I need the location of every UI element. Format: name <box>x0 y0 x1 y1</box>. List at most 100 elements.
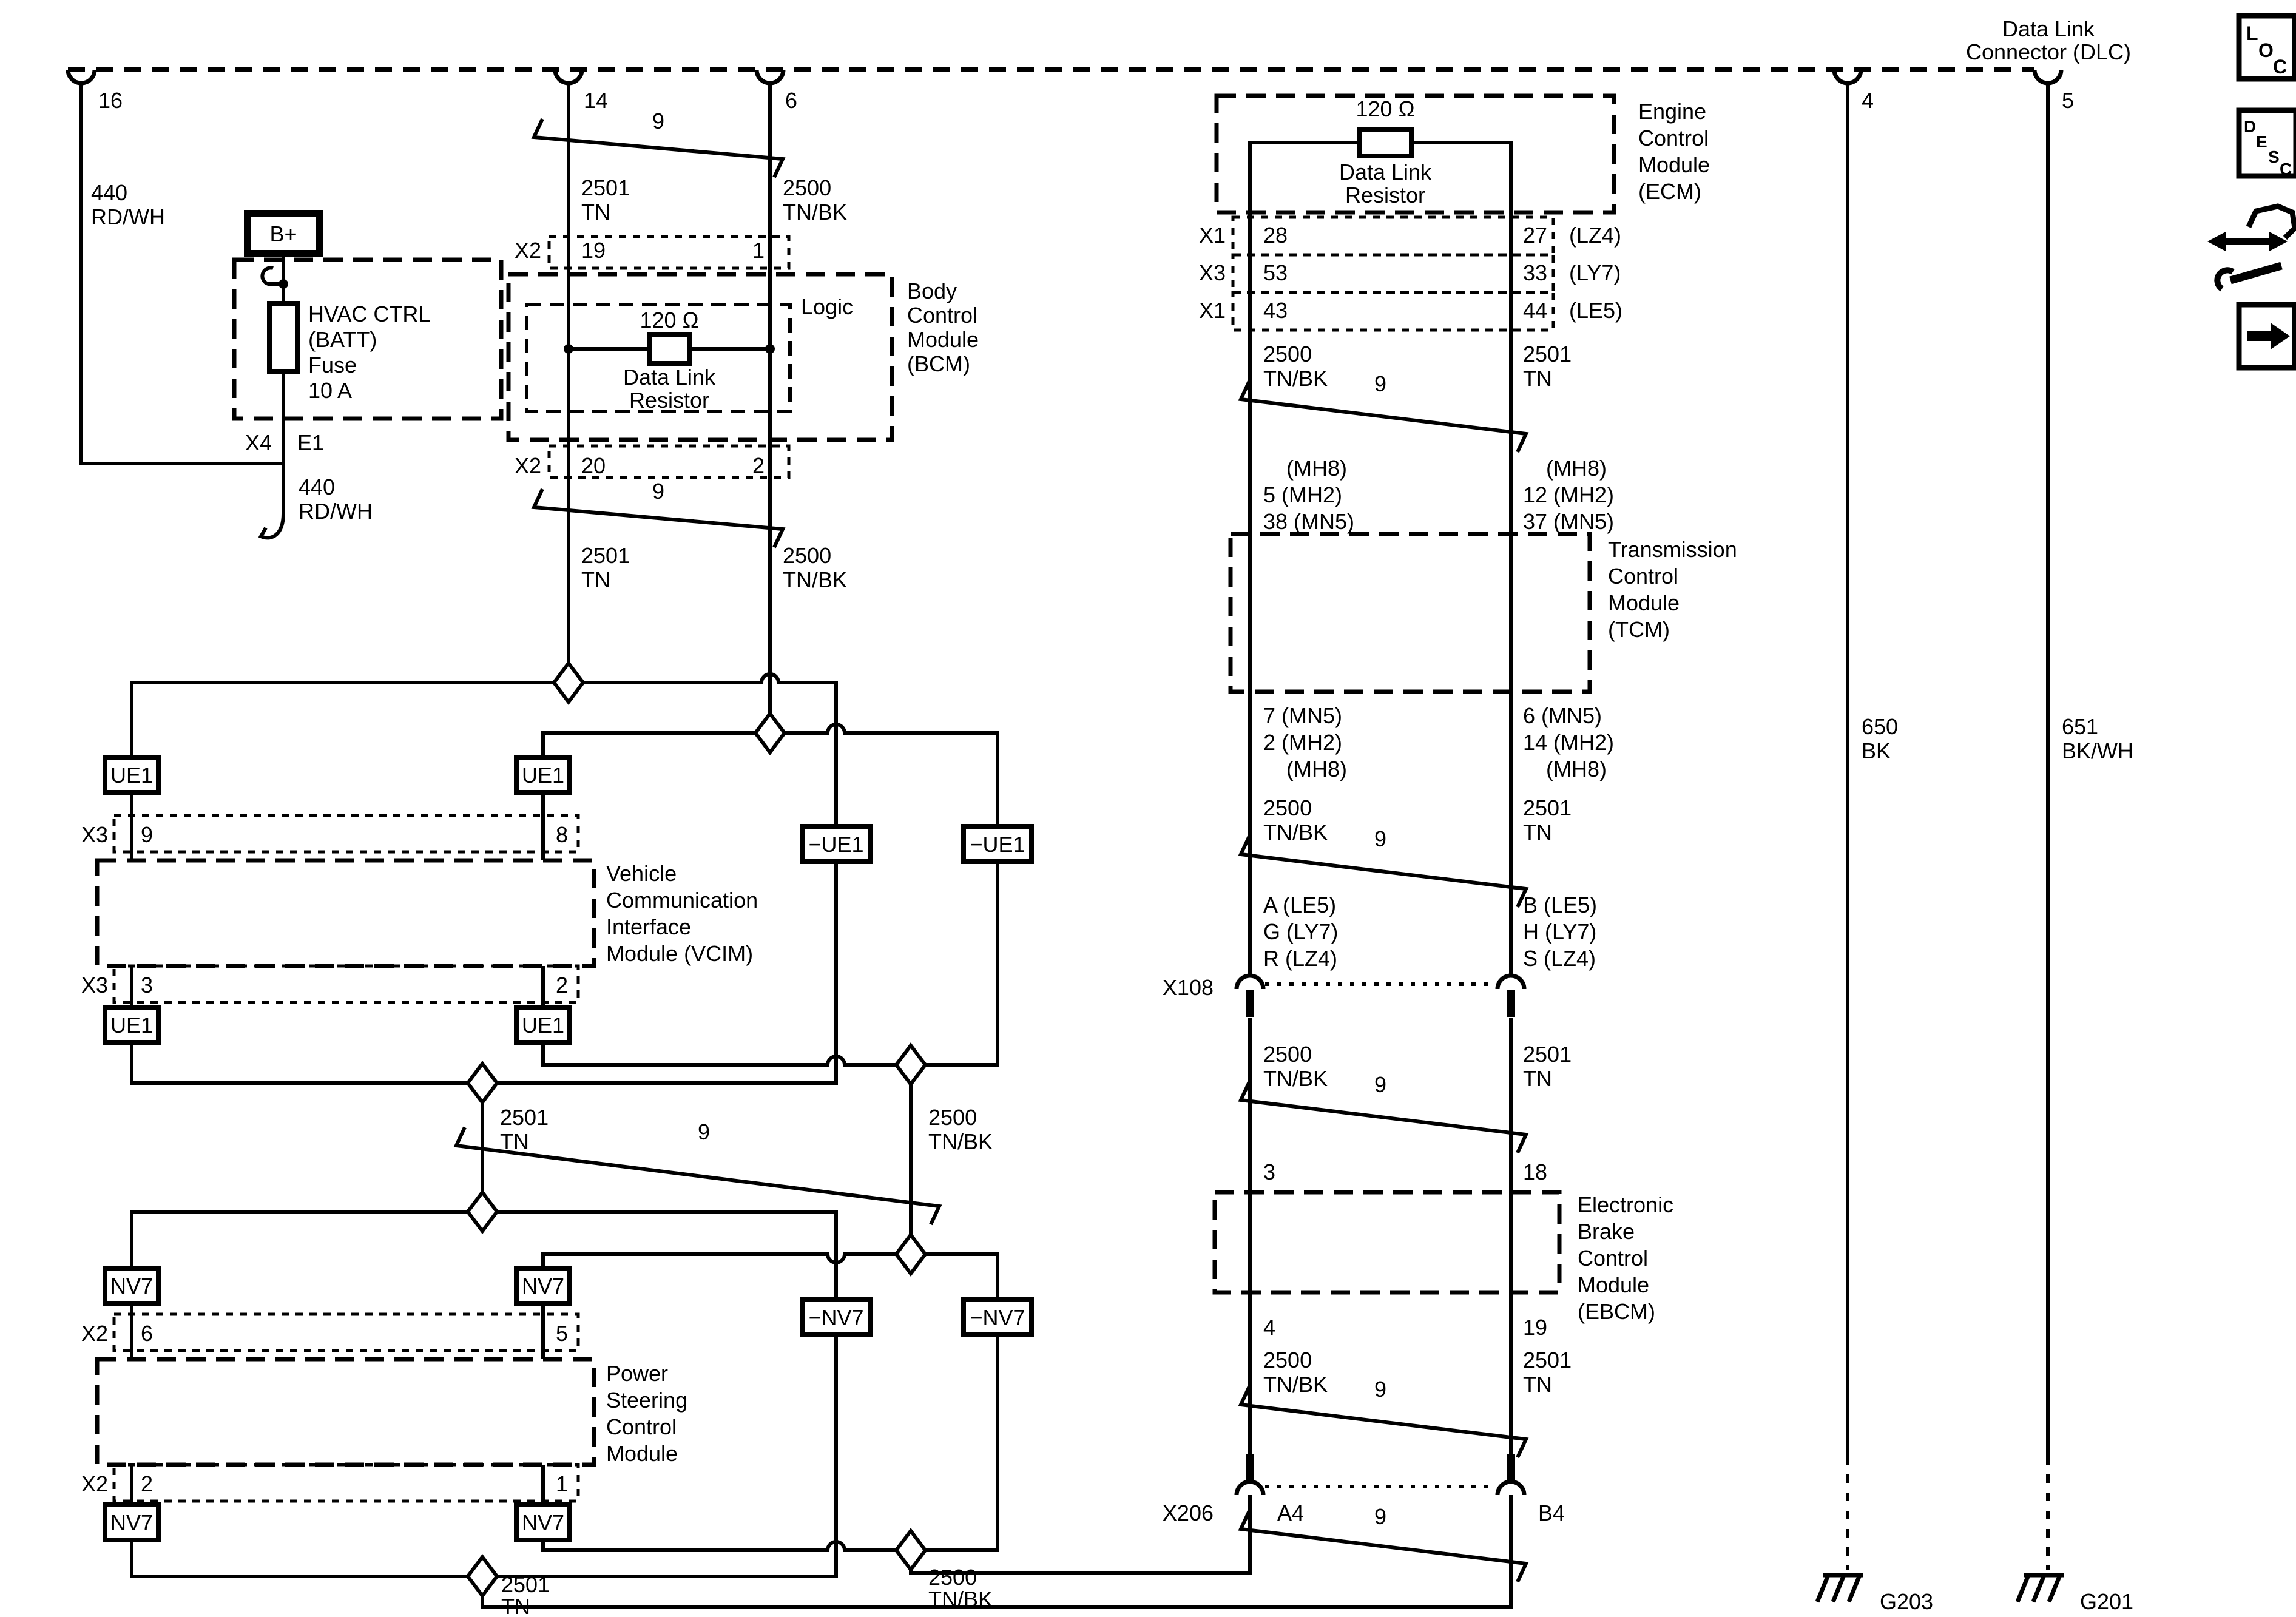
forward-arrow-icon[interactable] <box>2236 302 2296 371</box>
tcm-bot-left-2: 2 (MH2) <box>1263 730 1342 755</box>
not-ue1-right: −UE1 <box>970 832 1025 857</box>
x206-pin-a4: A4 <box>1277 1501 1304 1525</box>
bcm-logic-label: Logic <box>801 294 853 319</box>
loc-icon[interactable]: L O C <box>2236 13 2296 82</box>
nv7-top-left: NV7 <box>110 1274 153 1298</box>
wire-440-circuit: 440 <box>91 180 127 205</box>
nv7-top-right: NV7 <box>522 1274 564 1298</box>
bcm-resistor <box>647 332 692 366</box>
pscm-pin-6: 6 <box>141 1321 153 1346</box>
vcim-pin-3: 3 <box>141 973 153 998</box>
bcm-connector-bottom: X2 <box>515 453 541 478</box>
twist-label-r1: 9 <box>1374 371 1386 396</box>
ecm-name-1: Engine <box>1638 99 1706 124</box>
ecm-row3-conn: X1 <box>1199 298 1226 323</box>
desc-icon[interactable]: D E S C <box>2236 107 2296 179</box>
vcim-pin-2: 2 <box>556 973 568 998</box>
vcim-connector-top: X3 <box>81 822 108 847</box>
ecm-row3-rpo: (LE5) <box>1569 298 1622 323</box>
ecm-row2-left: 53 <box>1263 260 1288 285</box>
fuse-name-4: 10 A <box>308 378 352 403</box>
diagnostic-car-icon[interactable] <box>2207 203 2296 292</box>
junction-dot <box>279 279 288 289</box>
x108-left-2: G (LY7) <box>1263 919 1338 944</box>
wire-440-color: RD/WH <box>91 204 165 229</box>
x108-id: X108 <box>1163 975 1214 1000</box>
pscm-connector-top: X2 <box>81 1321 108 1346</box>
ground-symbol-g201 <box>2015 1573 2064 1603</box>
can-low-circuit-5: 2500 <box>1263 342 1312 366</box>
wire-651-circuit: 651 <box>2062 714 2098 739</box>
vcim-name-4: Module (VCIM) <box>606 941 753 966</box>
wire-440-circuit-2: 440 <box>299 474 335 499</box>
bcm-name-4: (BCM) <box>907 351 970 376</box>
wire-650-color: BK <box>1862 738 1891 763</box>
vcim-name-3: Interface <box>606 914 691 939</box>
vcim-pin-8: 8 <box>556 822 568 847</box>
can-high-color-5: TN <box>1523 366 1552 391</box>
can-low-color-8: TN/BK <box>1263 1372 1328 1397</box>
fuse-connector-x4: X4 <box>245 430 272 455</box>
pscm-box <box>95 1357 596 1467</box>
can-low-color-2: TN/BK <box>783 567 847 592</box>
fuse-element <box>267 301 300 374</box>
inline-connector-x206 <box>1234 1454 1527 1496</box>
twist-label-b: 9 <box>652 479 664 504</box>
can-high-circuit-7: 2501 <box>1523 1042 1572 1067</box>
nv7-bottom-right: NV7 <box>522 1510 564 1535</box>
ground-label-g201: G201 <box>2080 1589 2133 1614</box>
ebcm-name-4: Module <box>1578 1272 1649 1297</box>
ue1-top-left: UE1 <box>110 763 153 788</box>
can-high-circuit-1: 2501 <box>581 175 630 200</box>
bcm-pin-20: 20 <box>581 453 606 478</box>
option-code-boxes <box>103 755 1034 1542</box>
tcm-bot-left-1: 7 (MN5) <box>1263 703 1342 728</box>
ecm-resistor <box>1357 127 1414 158</box>
battery-terminal-box <box>244 210 323 257</box>
tcm-name-1: Transmission <box>1608 537 1737 562</box>
tcm-name-2: Control <box>1608 564 1678 589</box>
x108-left-1: A (LE5) <box>1263 893 1336 917</box>
ue1-bottom-left: UE1 <box>110 1013 153 1038</box>
can-low-circuit-6: 2500 <box>1263 795 1312 820</box>
ground-label-g203: G203 <box>1880 1589 1933 1614</box>
can-low-circuit-7: 2500 <box>1263 1042 1312 1067</box>
vcim-pin-9: 9 <box>141 822 153 847</box>
can-high-color-1: TN <box>581 200 610 224</box>
fuse-name-3: Fuse <box>308 353 357 377</box>
pscm-name-2: Steering <box>606 1388 687 1413</box>
bcm-resistor-name2: Resistor <box>629 388 709 413</box>
wire-650-circuit: 650 <box>1862 714 1898 739</box>
x206-id: X206 <box>1163 1501 1214 1525</box>
vcim-name-2: Communication <box>606 888 758 913</box>
nv7-bottom-left: NV7 <box>110 1510 153 1535</box>
tcm-top-left-2: 5 (MH2) <box>1263 482 1342 507</box>
ground-symbol-g203 <box>1815 1573 1863 1603</box>
ecm-resistor-name1: Data Link <box>1339 160 1432 184</box>
can-low-color-4: TN/BK <box>928 1587 993 1612</box>
dlc-pin-14: 14 <box>584 88 608 113</box>
ecm-row1-conn: X1 <box>1199 223 1226 248</box>
ue1-top-right: UE1 <box>522 763 564 788</box>
loc-letter-o: O <box>2258 39 2274 61</box>
tcm-top-left-3: 38 (MN5) <box>1263 509 1354 534</box>
dlc-pin-4: 4 <box>1862 88 1874 113</box>
dlc-pin-16: 16 <box>98 88 123 113</box>
pscm-connector-bottom: X2 <box>81 1471 108 1496</box>
pscm-name-3: Control <box>606 1414 677 1439</box>
desc-letter-s: S <box>2268 147 2280 166</box>
ebcm-pin-4: 4 <box>1263 1315 1275 1340</box>
ecm-box <box>1214 93 1616 215</box>
ebcm-name-1: Electronic <box>1578 1192 1673 1217</box>
tcm-bot-right-1: 6 (MN5) <box>1523 703 1602 728</box>
can-low-circuit-2: 2500 <box>783 543 831 568</box>
ecm-row2-right: 33 <box>1523 260 1547 285</box>
not-ue1-left: −UE1 <box>808 832 863 857</box>
pscm-name-1: Power <box>606 1361 668 1386</box>
desc-letter-d: D <box>2244 117 2256 136</box>
ebcm-pin-3: 3 <box>1263 1160 1275 1184</box>
pscm-name-4: Module <box>606 1441 678 1466</box>
x108-right-2: H (LY7) <box>1523 919 1596 944</box>
can-high-color-7: TN <box>1523 1066 1552 1091</box>
